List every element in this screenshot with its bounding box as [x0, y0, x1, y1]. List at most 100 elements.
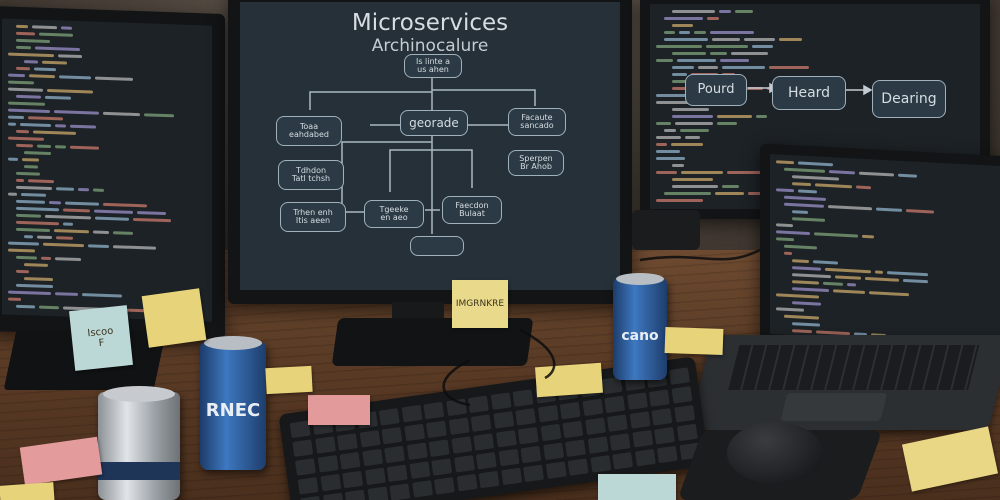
code-line: [16, 24, 28, 29]
code-line: [54, 110, 99, 115]
code-line: [65, 201, 99, 206]
keyboard-key: [431, 458, 453, 476]
sticky-note-yellow: [664, 326, 724, 356]
keyboard-key: [490, 392, 512, 410]
code-line: [55, 145, 66, 149]
keyboard-key: [604, 395, 626, 414]
keyboard-key: [381, 426, 403, 445]
code-line: [8, 136, 44, 141]
code-line: [58, 54, 82, 59]
keyboard-key: [319, 473, 341, 492]
code-line: [16, 171, 40, 176]
code-line: [784, 314, 819, 320]
code-line: [813, 260, 838, 265]
keyboard-key: [364, 467, 386, 486]
code-line: [776, 223, 793, 228]
code-line: [672, 87, 697, 90]
keyboard-key: [651, 408, 673, 426]
code-line: [20, 122, 51, 128]
keyboard-key: [654, 426, 676, 445]
code-line: [8, 108, 50, 113]
code-line: [8, 80, 34, 85]
keyboard-key: [581, 398, 603, 417]
keyboard-key: [294, 458, 316, 476]
code-line: [16, 178, 24, 183]
keyboard-key: [322, 492, 344, 500]
code-line: [769, 66, 809, 69]
code-line: [8, 290, 51, 296]
code-line: [16, 220, 59, 226]
keyboard-key: [475, 452, 497, 470]
can-label: RNEC: [205, 400, 261, 421]
code-line: [784, 195, 826, 201]
code-line: [95, 216, 129, 221]
code-line: [656, 199, 703, 202]
code-line: [35, 46, 80, 52]
keyboard-key: [495, 430, 517, 448]
code-line: [798, 161, 833, 167]
code-line: [694, 31, 706, 34]
code-line: [833, 289, 865, 294]
keyboard-key: [386, 464, 408, 483]
main-monitor-screen: Microservices Archinocalure Is linte a u…: [240, 2, 620, 290]
keyboard-key: [668, 367, 690, 385]
code-line: [865, 276, 899, 282]
code-line: [671, 143, 703, 146]
code-line: [792, 329, 812, 334]
code-line: [792, 175, 839, 181]
node-right3: Faecdon Bulaat: [442, 196, 502, 224]
code-line: [656, 157, 685, 160]
code-line: [28, 116, 63, 121]
code-line: [24, 263, 48, 267]
code-line: [776, 230, 810, 236]
code-line: [16, 227, 50, 232]
code-line: [656, 122, 671, 125]
sticky-note-yellow: [265, 365, 313, 395]
sticky-note-blue: [598, 474, 676, 500]
keyboard-key: [339, 451, 361, 470]
code-line: [722, 185, 739, 188]
code-line: [55, 292, 78, 296]
code-line: [715, 192, 744, 195]
code-line: [712, 38, 740, 41]
code-line: [672, 178, 713, 181]
keyboard-key: [428, 439, 450, 457]
code-line: [856, 185, 871, 190]
code-line: [144, 113, 174, 118]
code-line: [685, 136, 700, 139]
keyboard-key: [589, 455, 611, 473]
node-right2: Sperpen Br Ahob: [508, 150, 564, 176]
code-line: [784, 244, 817, 250]
code-line: [16, 304, 35, 309]
keyboard-key: [562, 420, 584, 439]
code-line: [727, 171, 773, 174]
keyboard-key: [671, 386, 693, 404]
keyboard-key: [456, 473, 478, 492]
keyboard-key: [411, 480, 433, 498]
can-label: cano: [621, 328, 659, 344]
code-line: [792, 287, 829, 293]
keyboard-key: [606, 414, 628, 432]
keyboard-key: [359, 430, 381, 448]
code-line: [675, 122, 713, 125]
slide-subtitle: Archinocalure: [371, 36, 489, 56]
keyboard-key: [673, 405, 695, 423]
keyboard-key: [467, 395, 489, 414]
keyboard-key: [423, 401, 445, 420]
code-line: [815, 183, 852, 189]
keyboard-key: [656, 445, 678, 464]
flow-arrows: [748, 82, 873, 96]
code-line: [45, 95, 71, 100]
code-line: [42, 60, 67, 65]
code-line: [672, 164, 684, 167]
sticky-note-yellow: [0, 482, 55, 500]
code-line: [792, 280, 819, 285]
left-code-editor: [2, 18, 212, 313]
code-line: [8, 52, 54, 58]
laptop-trackpad: [780, 393, 888, 421]
keyboard-key: [300, 495, 322, 500]
code-line: [814, 232, 858, 238]
keyboard-key: [542, 442, 564, 461]
code-line: [664, 129, 676, 132]
node-center: georade: [400, 110, 468, 136]
